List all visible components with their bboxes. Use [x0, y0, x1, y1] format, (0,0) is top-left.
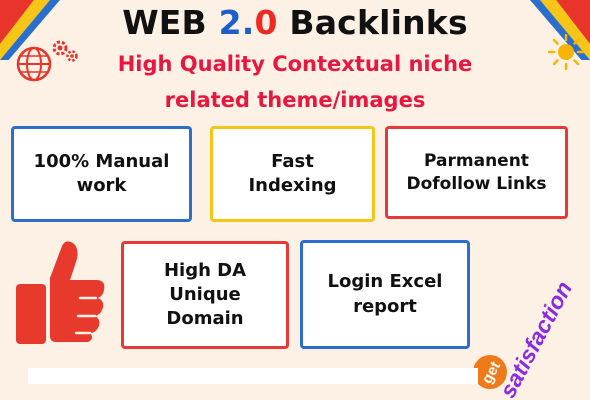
- globe-icon: [16, 46, 52, 82]
- feature-label: Fast Indexing: [248, 150, 337, 196]
- feature-label: 100% Manual work: [33, 150, 170, 196]
- feature-label: Parmanent Dofollow Links: [406, 150, 547, 194]
- feature-box-manual-work: 100% Manual work: [11, 126, 192, 222]
- brand-logo: get satisfaction: [462, 240, 590, 400]
- subtitle-line-2: related theme/images: [164, 88, 426, 112]
- feature-box-high-da: High DA Unique Domain: [121, 241, 289, 349]
- feature-box-excel-report: Login Excel report: [300, 240, 470, 349]
- feature-box-fast-indexing: Fast Indexing: [210, 126, 375, 222]
- subtitle-line-1: High Quality Contextual niche: [117, 52, 473, 76]
- feature-label: High DA Unique Domain: [163, 259, 247, 330]
- feature-label: Login Excel report: [327, 271, 443, 317]
- gear-icon: [52, 40, 78, 62]
- sun-icon: [547, 33, 585, 71]
- svg-text:satisfaction: satisfaction: [494, 277, 577, 400]
- logo-word: satisfaction: [494, 277, 577, 400]
- corner-ribbon-left: [0, 0, 60, 60]
- title-version-major: 2.: [218, 3, 255, 42]
- title-suffix: Backlinks: [277, 3, 468, 42]
- title-prefix: WEB: [122, 3, 219, 42]
- bottom-bar: [28, 368, 478, 384]
- corner-ribbon-right: [530, 0, 590, 60]
- thumbs-up-icon: [16, 241, 105, 344]
- feature-box-permanent-dofollow: Parmanent Dofollow Links: [385, 126, 568, 219]
- page-title: WEB 2.0 Backlinks: [0, 3, 590, 42]
- title-version-minor: 0: [254, 3, 278, 42]
